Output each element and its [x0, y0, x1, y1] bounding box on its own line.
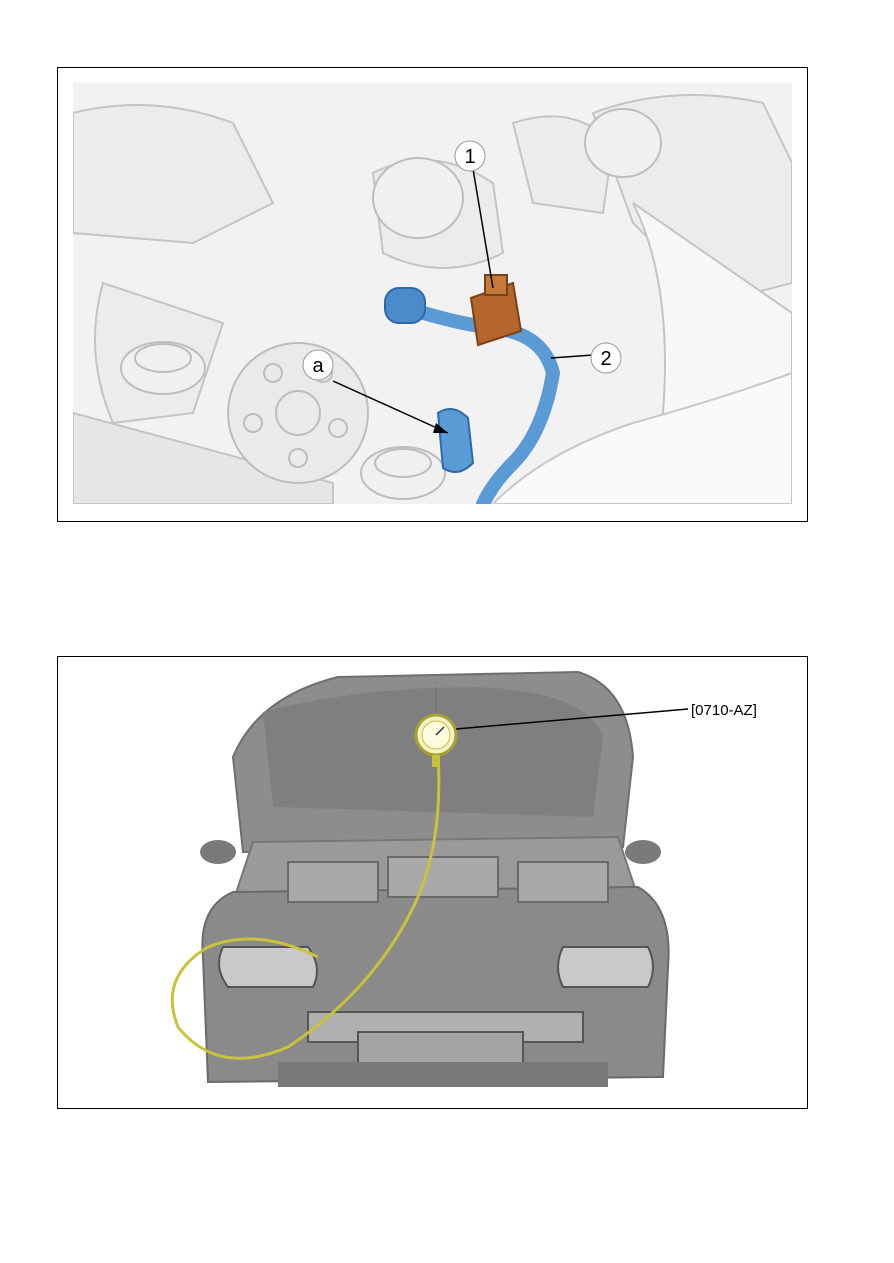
- hose-drawing: [384, 287, 561, 504]
- vehicle-gauge-illustration: [0710-AZ]: [170, 670, 757, 1087]
- engine-bay-illustration: 1 2 a: [73, 83, 792, 504]
- pulley-drawing: [227, 342, 369, 484]
- callout-1: 1: [464, 146, 475, 168]
- vehicle-drawing: [200, 670, 670, 1087]
- callout-a: a: [312, 355, 324, 377]
- clip-drawing: [469, 274, 523, 347]
- tool-reference-label: [0710-AZ]: [691, 702, 757, 719]
- pressure-gauge-drawing: [414, 687, 458, 767]
- callout-2: 2: [600, 348, 611, 370]
- engine-bay-figure: 1 2 a: [57, 67, 808, 522]
- vehicle-gauge-figure: [0710-AZ]: [57, 656, 808, 1109]
